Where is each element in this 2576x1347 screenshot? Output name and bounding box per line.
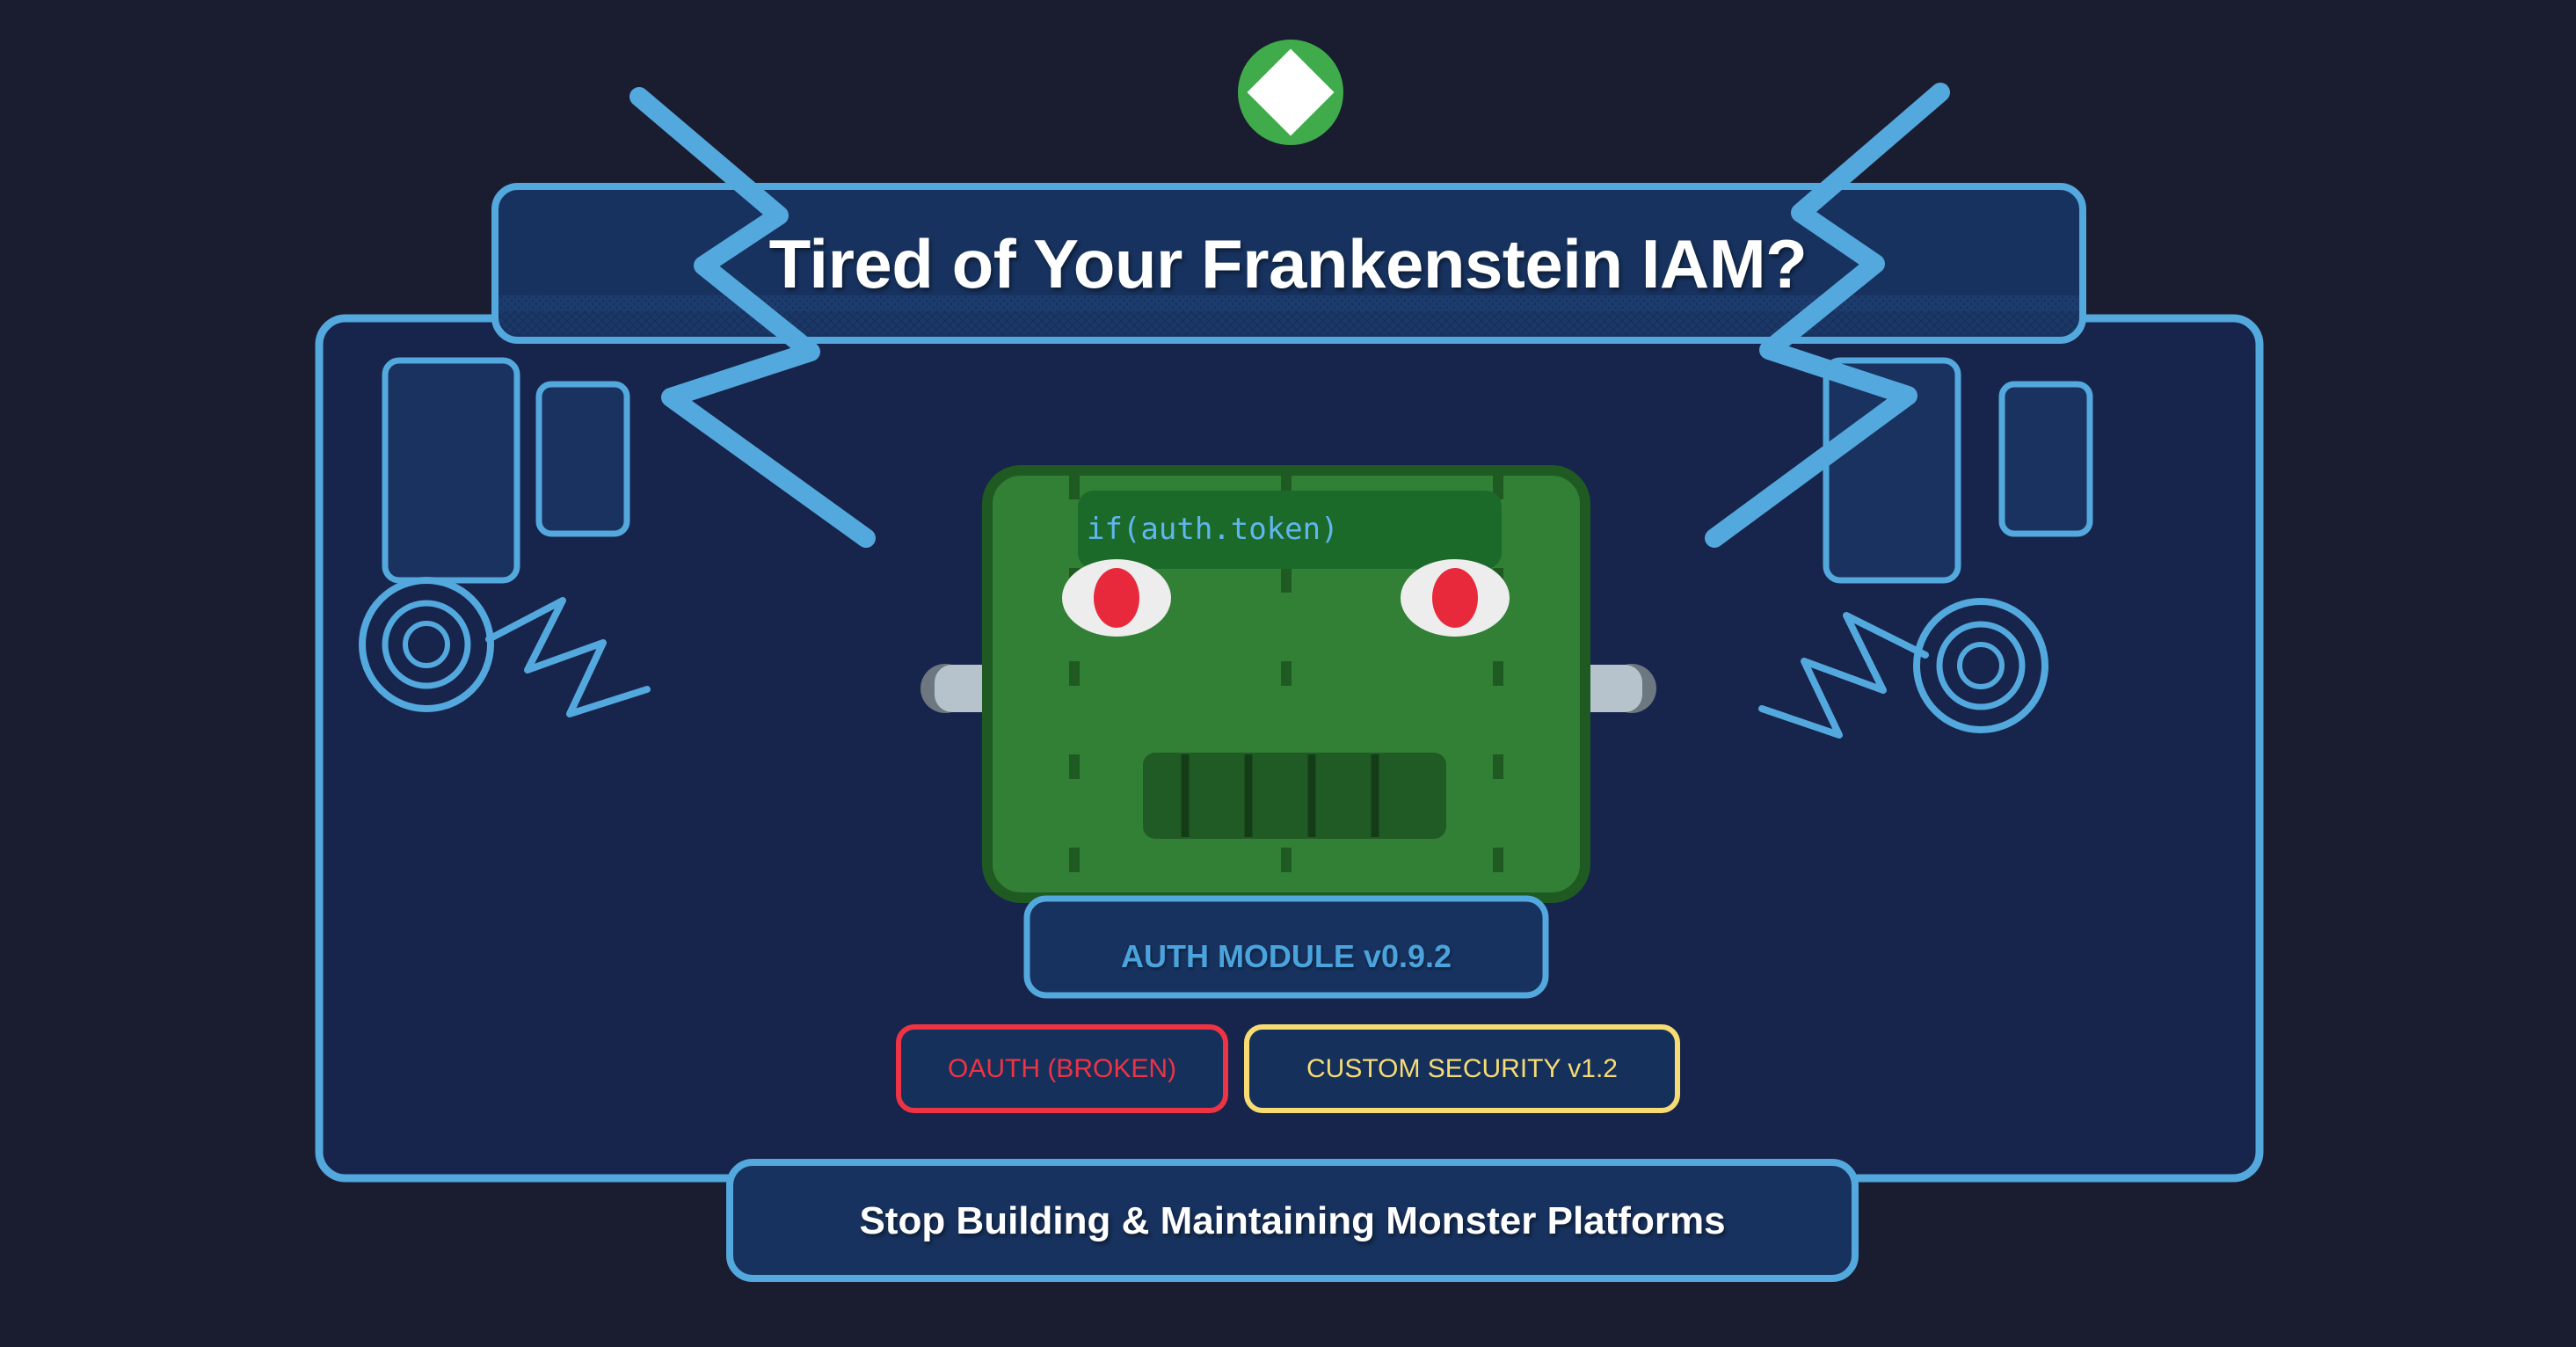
badge-oauth-broken <box>896 1024 1228 1113</box>
lightning-bolt-right <box>1705 83 1950 548</box>
monster-eye-left <box>1062 559 1171 637</box>
decor-lightning-zigzag-left <box>485 597 651 717</box>
decor-rounded-rect-large-left <box>382 357 520 584</box>
title-banner <box>491 183 2086 344</box>
decor-rounded-rect-large-right <box>1823 357 1961 584</box>
diamond-logo <box>1238 40 1343 145</box>
decor-rounded-rect-small-right <box>1998 381 2093 537</box>
monster-eye-right <box>1401 559 1510 637</box>
decor-cluster-right <box>1758 357 2093 739</box>
badge-custom-security <box>1244 1024 1680 1113</box>
decor-cluster-left <box>359 357 651 717</box>
decor-concentric-circles-right <box>1913 598 2048 733</box>
monster-stitches <box>1069 475 1503 892</box>
code-bar <box>1078 491 1502 569</box>
badge-primary <box>1023 895 1549 999</box>
decor-rounded-rect-small-left <box>535 381 630 537</box>
decor-concentric-circles-left <box>359 577 494 712</box>
lightning-bolt-left <box>629 87 876 548</box>
decor-lightning-zigzag-right <box>1758 612 1929 739</box>
tagline-banner <box>726 1159 1859 1282</box>
monster-head <box>921 465 1656 903</box>
monster-mouth <box>1143 753 1446 839</box>
